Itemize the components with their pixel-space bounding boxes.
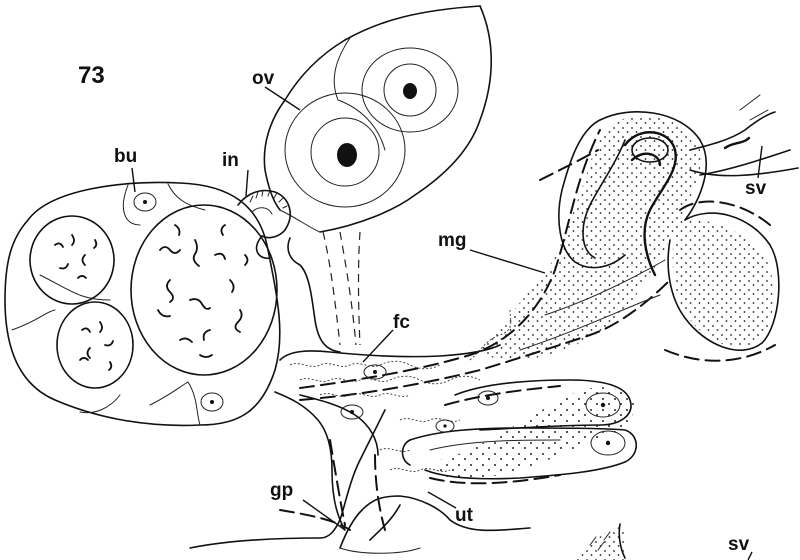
insemination-pore [237, 189, 291, 239]
label-sv-upper: sv [745, 178, 767, 199]
uterus [401, 379, 638, 485]
sperm-vesicle-lower [56, 301, 134, 389]
label-mg: mg [438, 230, 467, 251]
label-in: in [222, 150, 239, 171]
oviduct-canal [255, 231, 361, 353]
sperm-vesicle-large [130, 204, 278, 376]
label-bu: bu [114, 146, 137, 167]
genital-pore [189, 391, 531, 554]
label-fc: fc [393, 312, 410, 333]
figure-number: 73 [78, 62, 105, 89]
bursa [4, 181, 281, 427]
seminal-vesicle-lower [575, 523, 626, 560]
mucus-gland [299, 111, 780, 401]
label-leaders [131, 86, 763, 560]
label-ut: ut [455, 505, 474, 526]
sperm-vesicle-upper [29, 215, 115, 305]
oviduct [263, 5, 492, 233]
seminal-vesicle-upper [689, 94, 799, 177]
label-ov: ov [252, 68, 275, 89]
label-gp: gp [270, 480, 293, 501]
label-sv-lower: sv [728, 534, 750, 555]
